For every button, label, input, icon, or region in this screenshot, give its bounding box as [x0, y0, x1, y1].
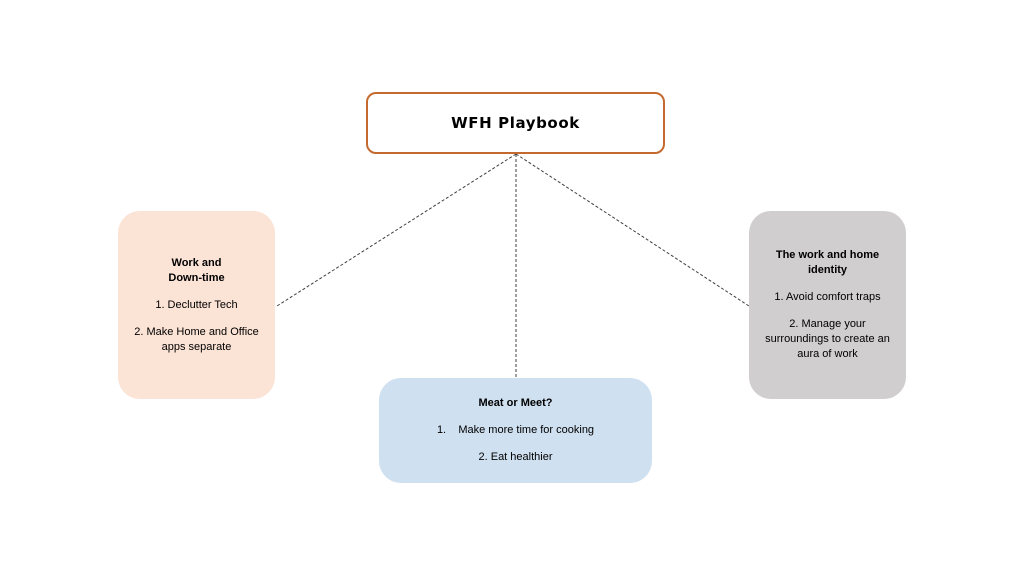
branch-heading: The work and home identity: [775, 249, 880, 276]
branch-item: 1. Avoid comfort traps: [774, 291, 881, 303]
branch-item: 2. Manage your surroundings to create an…: [765, 318, 890, 360]
branch-heading: Work and Down-time: [168, 256, 225, 284]
branch-work-home-identity: The work and home identity 1. Avoid comf…: [749, 211, 906, 399]
branch-item: 2. Eat healthier: [478, 451, 553, 463]
root-title: WFH Playbook: [451, 114, 580, 132]
branch-work-downtime: Work and Down-time 1. Declutter Tech 2. …: [118, 211, 275, 399]
branch-item: 2. Make Home and Office apps separate: [134, 325, 259, 353]
connector-to-work-downtime: [276, 153, 517, 307]
branch-item: 1. Declutter Tech: [155, 298, 238, 311]
branch-heading: Meat or Meet?: [478, 397, 553, 409]
connector-to-work-home-identity: [515, 153, 750, 307]
branch-item: 1. Make more time for cooking: [436, 424, 595, 436]
branch-meat-or-meet: Meat or Meet? 1. Make more time for cook…: [379, 378, 652, 483]
root-node: WFH Playbook: [366, 92, 665, 154]
